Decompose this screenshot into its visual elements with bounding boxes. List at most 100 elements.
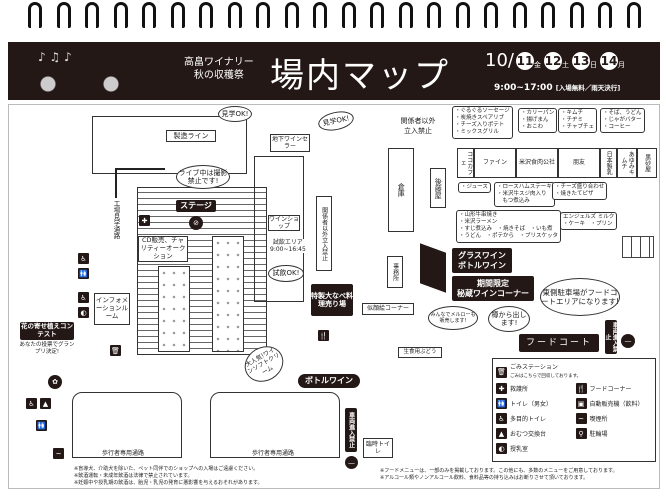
- footnote: ※飲酒運転・未成年飲酒は法律で禁止されています。: [74, 472, 193, 479]
- first-aid-icon: ✚: [496, 383, 507, 394]
- path-arrow: [115, 168, 117, 198]
- binding-ring: [113, 2, 128, 28]
- merlot-bubble: みんなでメルローも販売します!: [428, 306, 478, 330]
- nabe-food-stand[interactable]: 特製大なべ料理売り場: [311, 284, 353, 316]
- legend-label: フードコーナー: [589, 386, 632, 393]
- food-stall[interactable]: 米沢食肉公社: [516, 148, 558, 178]
- weekday: 土: [561, 60, 569, 69]
- legend-item: ▣自動販売機（飲料）: [575, 397, 653, 410]
- footnote: ※アルコール類やノンアルコール飲料、食料品等の持ち込みはお断りさせて頂いておりま…: [380, 474, 589, 481]
- food-stalls: ココカフェファイン米沢食肉公社朋友日本製乳あゆみキムチ黒砂屋: [457, 148, 657, 178]
- table-grapes: 生食用ぶどう: [398, 347, 442, 358]
- notes-left: ※盲導犬、介助犬を除いた、ペット同伴でのショップへの入場はご遠慮ください。※飲酒…: [74, 466, 263, 486]
- legend-item: ◐授乳室: [496, 442, 573, 455]
- stall-menu: ・そば、うどん ・じゃがバター ・コーヒー: [600, 108, 645, 134]
- food-stall[interactable]: 朋友: [558, 148, 600, 178]
- weekday: 金: [533, 60, 541, 69]
- binding-ring: [170, 2, 185, 28]
- flower-icon: ✿: [48, 375, 62, 389]
- portrait-corner[interactable]: 似顔絵コーナー: [362, 303, 414, 315]
- legend-item: ~喫煙所: [575, 412, 653, 425]
- no-vehicle-sign-left: 車両進入禁止: [345, 408, 357, 452]
- food-stall[interactable]: あゆみキムチ: [617, 148, 637, 178]
- food-stall[interactable]: 黒砂屋: [637, 148, 657, 178]
- legend-garbage-sub: ごみはこちらで回収しております。: [510, 373, 582, 379]
- diaper-change-icon: ▲: [40, 398, 51, 409]
- diaper-change-icon: ▲: [496, 428, 507, 439]
- stall-menu: ・カリーパン ・揚げまん ・おこわ: [518, 108, 558, 134]
- factory-tour-path: 工場見学通路: [112, 200, 120, 239]
- lawn-right: [212, 236, 244, 352]
- tasting-area: 試飲エリア: [272, 239, 303, 246]
- wine-shop-building: [254, 156, 304, 302]
- event-name: 秋の収穫祭: [193, 70, 244, 81]
- food-court[interactable]: フードコート: [519, 334, 599, 352]
- accessible-toilet-icon: ♿: [496, 413, 507, 424]
- legend-label: 自動販売機（飲料）: [589, 401, 644, 408]
- binding-ring: [370, 2, 384, 28]
- legend-label: 駐輪場: [589, 431, 608, 438]
- nursing-room-icon: ◐: [78, 307, 89, 318]
- gotoya-menu: ・山形牛串焼き ・米沢ラーメン ・すじ煮込み ・焼きそば ・いも煮 ・うどん ・…: [456, 210, 562, 243]
- binding-ring: [142, 2, 156, 28]
- stall-menu: ・ぐるぐるソーセージ ・炭焼きスペアリブ ・チーズ入りポテト ・ミックスグリル: [452, 106, 513, 139]
- binding-ring: [284, 2, 299, 28]
- toilet-icon-2: 🚻: [36, 420, 47, 431]
- accessible-icon: ♿: [26, 398, 37, 409]
- stall-menu: ・ジュース: [458, 182, 491, 194]
- tour-ok-bubble: 見学OK!: [218, 106, 252, 122]
- bottle-wine-label[interactable]: ボトルワイン: [298, 374, 360, 388]
- production-line: 製造ライン: [166, 130, 216, 142]
- legend-label: 授乳室: [510, 446, 529, 453]
- path-arrow-top: [115, 168, 165, 170]
- admission-note: [入場無料／雨天決行]: [555, 84, 621, 92]
- no-photo-icon: ⊘: [189, 216, 203, 230]
- stage-label: ステージ: [176, 200, 216, 212]
- legend-label: おむつ交換台: [510, 431, 547, 438]
- first-aid-icon: ✚: [139, 215, 150, 226]
- temporary-toilet[interactable]: 臨時トイレ: [363, 438, 393, 458]
- legend-item: ▲おむつ交換台: [496, 427, 573, 440]
- footnote: ※妊娠中や授乳期の飲酒は、胎児・乳児の発育に悪影響を与えるおそれがあります。: [74, 479, 263, 486]
- stall-menu: ・チーズ盛り合わせ ・焼きたてピザ: [552, 182, 608, 201]
- binding-ring: [484, 2, 498, 28]
- barrel-bubble: 樽から出します!: [488, 306, 530, 332]
- food-stall[interactable]: ココカフェ: [457, 148, 474, 178]
- music-notes-icon: ♪ ♫ ♪: [38, 50, 72, 64]
- food-stall[interactable]: 日本製乳: [600, 148, 617, 178]
- weekday: 月: [617, 60, 625, 69]
- weekday: 日: [589, 60, 597, 69]
- binding-ring: [512, 2, 527, 28]
- cd-auction-booth[interactable]: CD販売、チャリティーオークション: [138, 236, 188, 262]
- legend-label: 喫煙所: [589, 416, 608, 423]
- notes-right: ※フードメニューは、一部のみを掲載しております。この他にも、多数のメニューをご用…: [380, 468, 617, 482]
- month: 10/: [485, 50, 514, 71]
- toilet-icon: 🚻: [78, 268, 89, 279]
- legend-label: 多目的トイレ: [510, 416, 547, 423]
- factory-building: [92, 116, 247, 174]
- information-room[interactable]: インフォメーションルーム: [94, 293, 130, 325]
- glass-wine-booth[interactable]: グラスワイン ボトルワイン: [452, 248, 512, 273]
- legend-item: ⚲駐輪場: [575, 427, 653, 440]
- lawn-left: [158, 266, 190, 352]
- gotoya-stall[interactable]: 後藤屋: [430, 168, 446, 208]
- binding-ring: [256, 2, 270, 28]
- smoking-icon: ~: [575, 413, 587, 424]
- hours: 9:00~17:00: [494, 83, 553, 93]
- food-corner-icon: 🍴: [575, 383, 587, 394]
- binding-ring: [598, 2, 612, 28]
- secret-wine-corner[interactable]: 期間限定 秘蔵ワインコーナー: [452, 276, 534, 301]
- walkway-right-label: 歩行者専用通路: [252, 450, 295, 457]
- legend-item: 🚻トイレ（男女）: [496, 397, 573, 410]
- food-stall[interactable]: ファイン: [474, 148, 516, 178]
- food-corner-icon: 🍴: [318, 330, 329, 341]
- wine-shop[interactable]: ワインショップ: [268, 215, 300, 231]
- accessible-toilet-icon: ♿: [78, 253, 89, 264]
- walkway-right: [210, 392, 340, 458]
- garden-brick-area: [137, 187, 267, 355]
- underground-cellar: 地下ワインセラー: [270, 134, 310, 152]
